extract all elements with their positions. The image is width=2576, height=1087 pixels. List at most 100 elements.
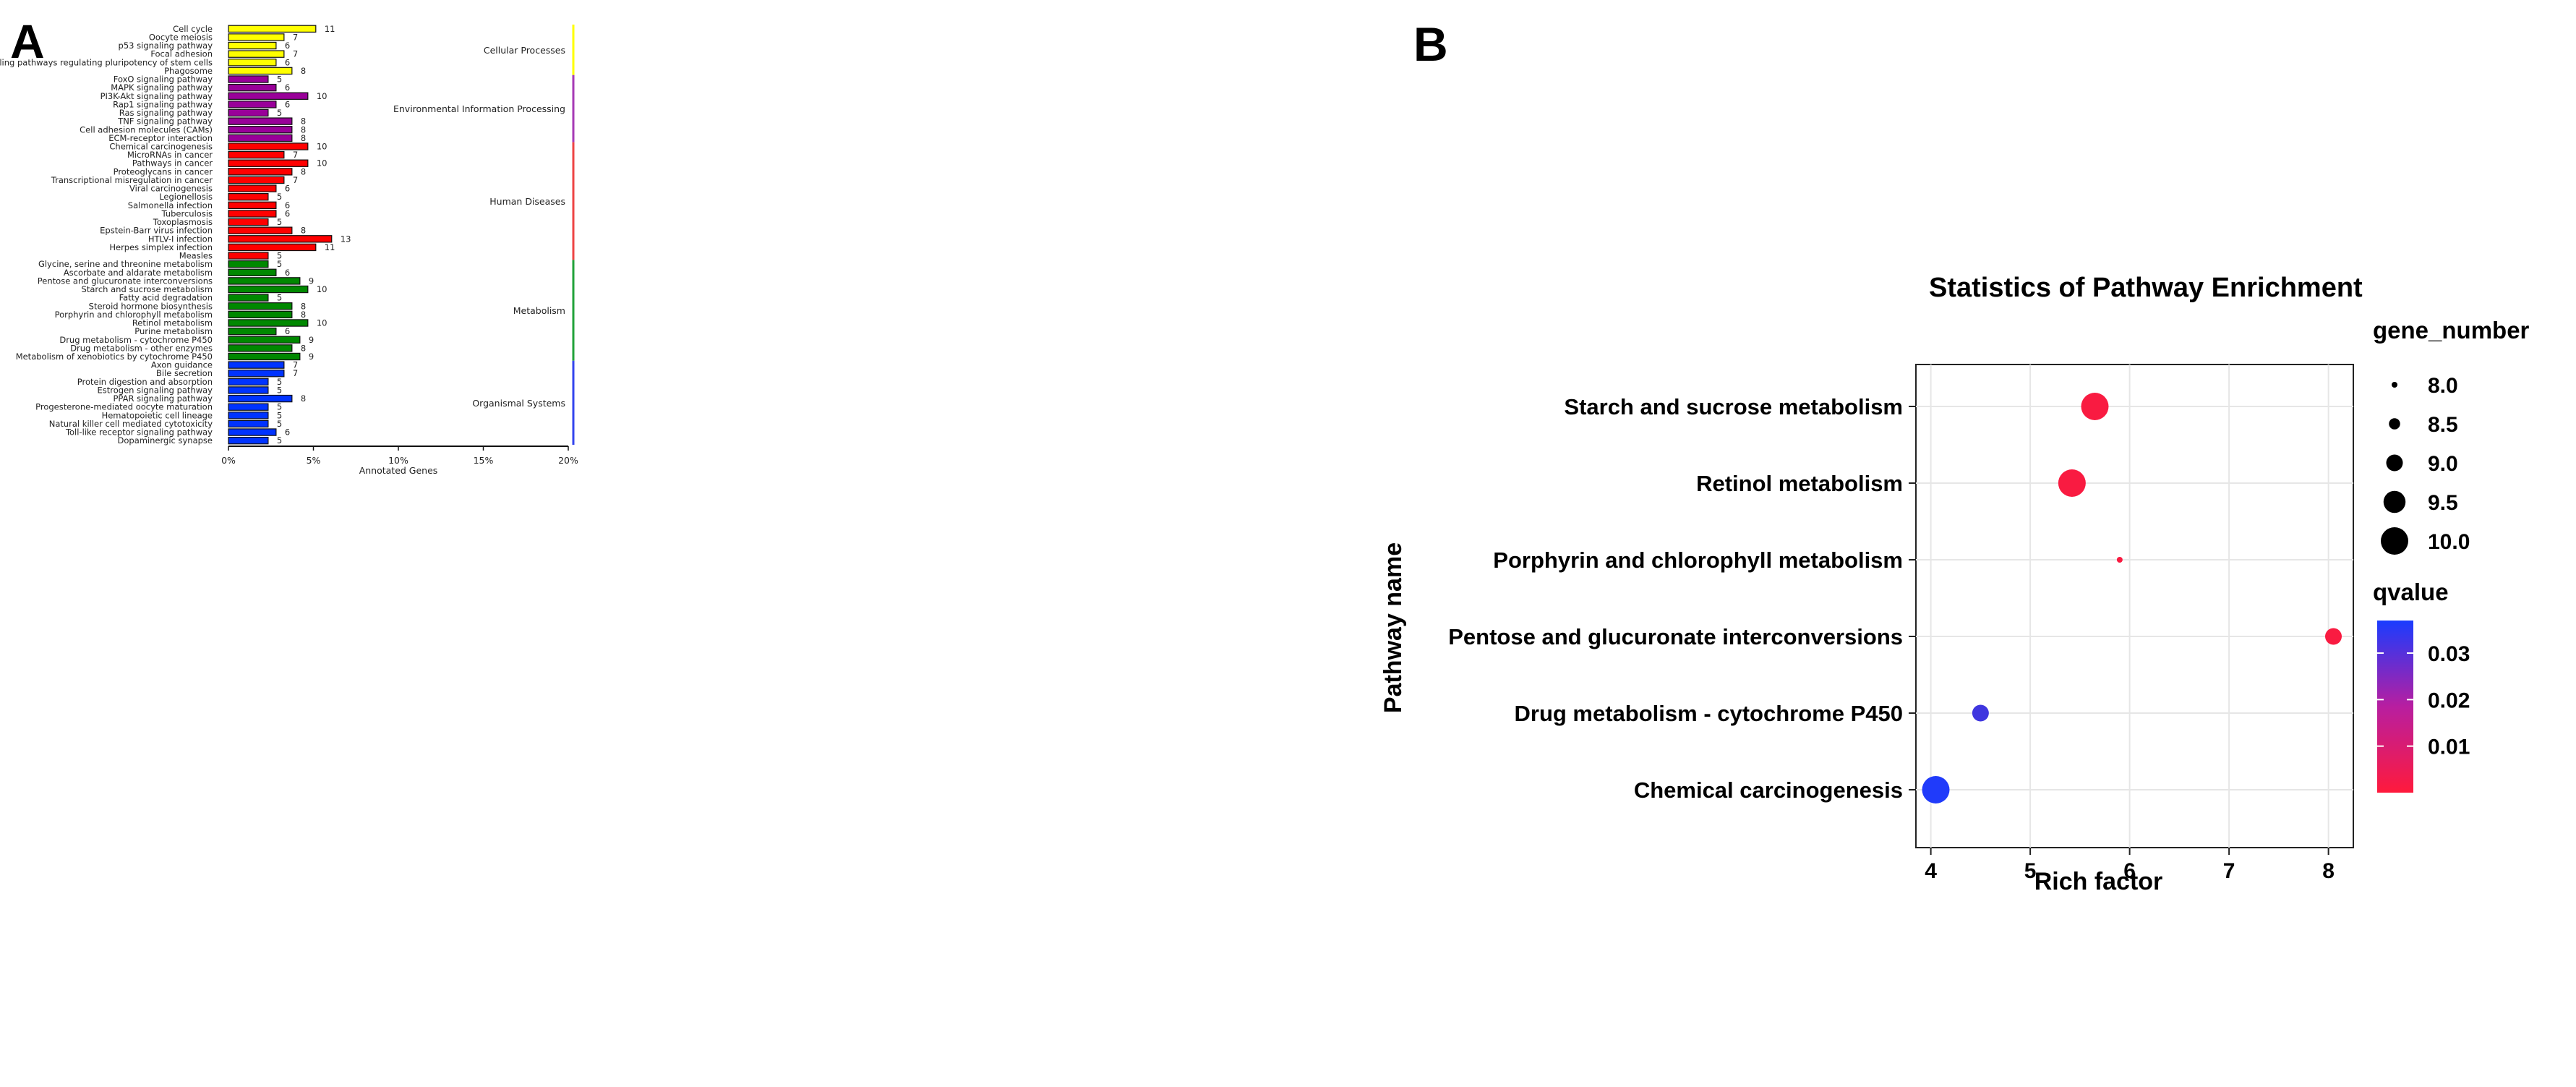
pathway-label: Starch and sucrose metabolism — [82, 284, 213, 294]
x-tick-label: 5% — [307, 455, 321, 466]
bar — [228, 361, 285, 369]
pathway-label: Phagosome — [164, 66, 213, 76]
count-label: 6 — [285, 208, 290, 218]
bar — [228, 436, 269, 445]
count-label: 5 — [277, 410, 282, 420]
count-label: 9 — [309, 335, 314, 345]
x-tick-label: 10% — [388, 455, 408, 466]
size-legend-label: 8.0 — [2428, 374, 2458, 398]
size-legend-key — [2381, 527, 2408, 555]
pathway-label: Cell adhesion molecules (CAMs) — [80, 124, 213, 135]
bar — [228, 159, 309, 167]
pathway-label: Oocyte meiosis — [149, 32, 213, 42]
size-legend-key — [2383, 490, 2406, 513]
pathway-label: TNF signaling pathway — [117, 116, 213, 127]
pathway-label: Chemical carcinogenesis — [109, 141, 213, 151]
bar — [228, 33, 285, 41]
y-tick-label: Retinol metabolism — [1696, 471, 1903, 496]
bar — [228, 243, 317, 252]
pathway-label: Drug metabolism - cytochrome P450 — [59, 335, 213, 345]
count-label: 5 — [277, 293, 282, 303]
pathway-label: Protein digestion and absorption — [77, 377, 213, 387]
count-label: 10 — [317, 91, 328, 101]
bar — [228, 394, 293, 403]
y-axis-title: Pathway name — [1379, 542, 1407, 713]
y-tick-label: Starch and sucrose metabolism — [1564, 394, 1903, 419]
bar — [228, 310, 293, 319]
count-label: 6 — [285, 99, 290, 109]
count-label: 8 — [301, 226, 306, 236]
count-label: 8 — [301, 66, 306, 76]
x-tick-label: 7 — [2223, 859, 2235, 883]
pathway-label: Metabolism of xenobiotics by cytochrome … — [16, 351, 213, 362]
count-label: 10 — [317, 141, 328, 151]
bar — [228, 41, 277, 50]
count-label: 11 — [325, 24, 335, 34]
bar — [228, 319, 309, 327]
bar — [228, 75, 269, 83]
bubble — [1922, 776, 1950, 803]
chart-title: Statistics of Pathway Enrichment — [1929, 273, 2363, 303]
count-label: 6 — [285, 57, 290, 67]
bar — [228, 386, 269, 394]
pathway-label: Cell cycle — [173, 24, 213, 34]
size-legend-title: gene_number — [2373, 317, 2530, 344]
bar — [228, 252, 269, 260]
count-label: 5 — [277, 192, 282, 202]
count-label: 7 — [293, 360, 298, 370]
bar — [228, 403, 269, 411]
category-label: Metabolism — [513, 305, 565, 316]
pathway-label: Glycine, serine and threonine metabolism — [38, 259, 213, 269]
bar — [228, 59, 277, 67]
count-label: 5 — [277, 419, 282, 429]
bubble-series — [1922, 393, 2342, 803]
pathway-label: Steroid hormone biosynthesis — [89, 301, 213, 311]
count-label: 8 — [301, 310, 306, 320]
count-label: 8 — [301, 343, 306, 353]
category-label: Organismal Systems — [472, 398, 565, 409]
bar — [228, 218, 269, 226]
x-tick-label: 4 — [1925, 859, 1937, 883]
count-label: 6 — [285, 200, 290, 210]
enrichment-bubble-chart: Statistics of Pathway Enrichment Starch … — [1379, 273, 2530, 895]
bar — [228, 50, 285, 58]
count-label: 6 — [285, 184, 290, 194]
bar — [228, 142, 309, 150]
count-label: 10 — [317, 158, 328, 169]
pathway-label: Pentose and glucuronate interconversions — [38, 276, 213, 286]
bar — [228, 370, 285, 378]
pathway-label: Progesterone-mediated oocyte maturation — [35, 402, 213, 412]
count-label: 5 — [277, 377, 282, 387]
count-label: 5 — [277, 435, 282, 446]
bar — [228, 201, 277, 210]
pathway-label: Ascorbate and aldarate metabolism — [64, 268, 213, 278]
bar-count-labels: 1176768561065888107108765665813115569105… — [277, 24, 351, 446]
pathway-label: Tuberculosis — [161, 208, 213, 218]
pathway-label: Hematopoietic cell lineage — [102, 410, 213, 420]
pathway-label: FoxO signaling pathway — [114, 74, 213, 85]
pathway-label: Dopaminergic synapse — [118, 435, 213, 446]
count-label: 8 — [301, 393, 306, 404]
bar — [228, 428, 277, 436]
pathway-label: Transcriptional misregulation in cancer — [51, 175, 213, 185]
bar — [228, 352, 301, 361]
pathway-label: Natural killer cell mediated cytotoxicit… — [49, 419, 213, 429]
bar — [228, 285, 309, 294]
pathway-label: Toll-like receptor signaling pathway — [65, 427, 213, 438]
size-legend-label: 10.0 — [2428, 530, 2470, 554]
bar — [228, 83, 277, 92]
y-tick-label: Pentose and glucuronate interconversions — [1448, 624, 1903, 649]
count-label: 6 — [285, 268, 290, 278]
category-label: Human Diseases — [489, 196, 565, 207]
pathway-label: Ras signaling pathway — [119, 108, 213, 118]
pathway-label: Viral carcinogenesis — [129, 184, 213, 194]
bar-series — [228, 25, 333, 445]
pathway-label: Herpes simplex infection — [109, 242, 213, 252]
pathway-label: Signaling pathways regulating pluripoten… — [0, 57, 213, 67]
bar — [228, 117, 293, 125]
count-label: 8 — [301, 166, 306, 176]
bubble — [2058, 469, 2086, 497]
